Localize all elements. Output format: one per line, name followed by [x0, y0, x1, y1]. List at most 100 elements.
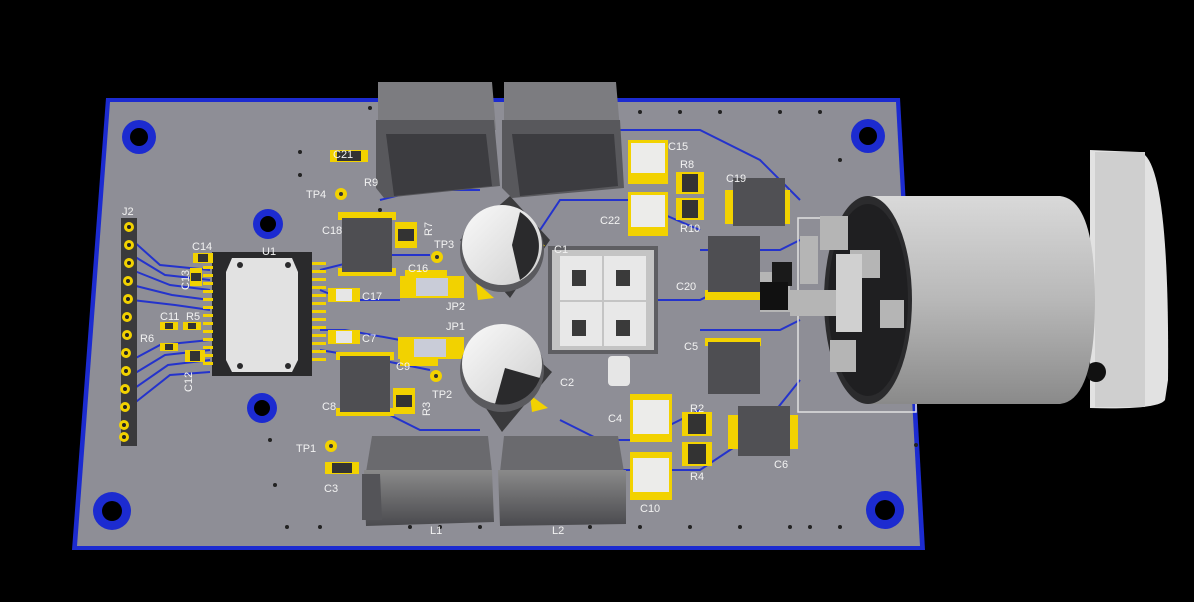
mounting-hole-br — [866, 491, 904, 529]
label-j2: J2 — [122, 206, 134, 218]
c7-part — [328, 330, 360, 344]
inductor-top-left — [376, 82, 500, 198]
mounting-hole-ml2 — [247, 393, 277, 423]
l1-inductor — [362, 436, 494, 526]
l-top-inductors — [376, 82, 624, 198]
c18-part — [338, 212, 396, 276]
mounting-hole-ml — [253, 209, 283, 239]
label-c1: C1 — [554, 244, 568, 256]
mounting-hole-bl — [93, 492, 131, 530]
label-c17: C17 — [362, 291, 382, 303]
label-c19: C19 — [726, 173, 746, 185]
c12-part — [185, 350, 205, 362]
label-r10: R10 — [680, 223, 700, 235]
label-c6: C6 — [774, 459, 788, 471]
c14-part — [193, 253, 213, 263]
label-r2: R2 — [690, 403, 704, 415]
c4-part — [630, 394, 672, 442]
label-r4: R4 — [690, 471, 704, 483]
jumpers — [398, 276, 464, 359]
c9-part — [400, 356, 438, 366]
tp3-point — [431, 251, 443, 263]
label-l1: L1 — [430, 525, 442, 537]
label-jp1: JP1 — [446, 321, 465, 333]
r10-part — [676, 198, 704, 220]
mounting-hole-tr — [851, 119, 885, 153]
label-c4: C4 — [608, 413, 622, 425]
label-r7: R7 — [423, 222, 435, 236]
jp2-jumper — [400, 276, 464, 298]
label-r3: R3 — [421, 402, 433, 416]
label-r8: R8 — [680, 159, 694, 171]
r6-part — [160, 343, 178, 351]
label-c12: C12 — [183, 372, 195, 392]
c22-part — [628, 192, 668, 236]
power-connector — [548, 246, 658, 386]
r5-part — [183, 322, 201, 330]
label-c7: C7 — [362, 333, 376, 345]
label-c22: C22 — [600, 215, 620, 227]
label-r5: R5 — [186, 311, 200, 323]
c21-part — [330, 150, 368, 162]
c17-part — [328, 288, 360, 302]
c6-part — [728, 406, 798, 456]
c19-part — [725, 178, 790, 226]
resistors — [676, 172, 712, 466]
tp4-point — [335, 188, 347, 200]
label-l2: L2 — [552, 525, 564, 537]
label-tp3: TP3 — [434, 239, 454, 251]
c15-part — [628, 140, 668, 184]
label-c11: C11 — [160, 311, 179, 323]
r2-part — [682, 412, 712, 436]
c16-part — [405, 270, 447, 280]
c13-part — [190, 268, 202, 286]
smd-small-parts — [160, 150, 447, 474]
label-c10: C10 — [640, 503, 660, 515]
mounting-hole-tl — [122, 120, 156, 154]
r3-part — [393, 388, 415, 414]
c11-part — [160, 322, 178, 330]
light-caps — [628, 140, 672, 500]
jp1-jumper — [398, 337, 464, 359]
label-c15: C15 — [668, 141, 688, 153]
label-c20: C20 — [676, 281, 696, 293]
label-u1: U1 — [262, 246, 276, 258]
r4-part — [682, 442, 712, 466]
label-c3: C3 — [324, 483, 338, 495]
label-tp1: TP1 — [296, 443, 316, 455]
xlr-connector — [760, 150, 1169, 413]
tp2-point — [430, 370, 442, 382]
label-c18: C18 — [322, 225, 342, 237]
label-r6: R6 — [140, 333, 154, 345]
label-tp4: TP4 — [306, 189, 326, 201]
label-c8: C8 — [322, 401, 336, 413]
tp1-point — [325, 440, 337, 452]
test-points — [325, 188, 443, 452]
c10-part — [630, 452, 672, 500]
label-c2: C2 — [560, 377, 574, 389]
label-c14: C14 — [192, 241, 212, 253]
r8-part — [676, 172, 704, 194]
c2-capacitor — [460, 324, 552, 432]
c8-part — [336, 352, 394, 416]
c5-part — [705, 338, 761, 394]
mounting-holes — [93, 119, 904, 530]
inductor-top-right — [502, 82, 624, 198]
label-c16: C16 — [408, 263, 428, 275]
label-jp2: JP2 — [446, 301, 465, 313]
l-bottom-inductors — [362, 436, 626, 526]
label-tp2: TP2 — [432, 389, 452, 401]
u1-chip — [203, 252, 326, 376]
label-c9: C9 — [396, 361, 410, 373]
label-c13: C13 — [180, 270, 192, 290]
l2-inductor — [498, 436, 626, 526]
c20-part — [705, 236, 761, 300]
r7-part — [395, 222, 417, 248]
c1-capacitor — [460, 196, 550, 300]
c3-part — [325, 462, 359, 474]
label-c21: C21 — [333, 149, 353, 161]
silkscreen-labels: J2 U1 C14 C13 C11 R5 R6 C12 C21 R9 TP4 C… — [122, 141, 788, 537]
j2-header — [119, 218, 137, 446]
label-r9: R9 — [364, 177, 378, 189]
